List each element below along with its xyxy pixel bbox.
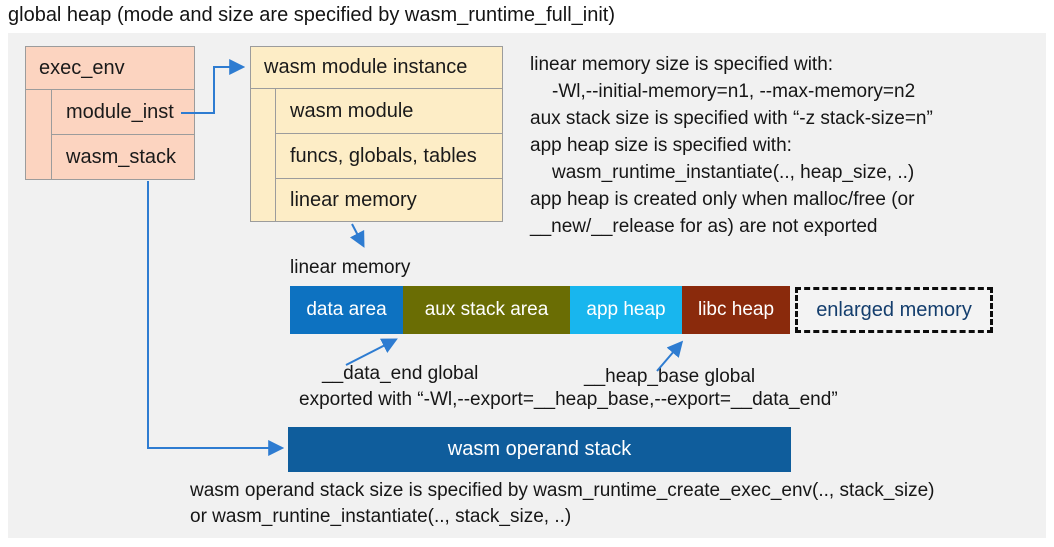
note-line: wasm_runtime_instantiate(.., heap_size, …: [552, 162, 915, 183]
wasm-module-instance-body: wasm module funcs, globals, tables linea…: [251, 89, 502, 222]
wasm-operand-stack-bar: wasm operand stack: [288, 427, 791, 472]
wasm-module-instance-header: wasm module instance: [251, 47, 502, 89]
exec-env-row-module-inst: module_inst: [52, 90, 194, 135]
operand-stack-note: wasm operand stack size is specified by …: [190, 478, 935, 530]
module-row-linear-memory: linear memory: [290, 189, 417, 211]
note-line: app heap size is specified with:: [530, 135, 792, 156]
note-line: aux stack size is specified with “-z sta…: [530, 108, 933, 129]
note-line: -Wl,--initial-memory=n1, --max-memory=n2: [552, 81, 916, 102]
heap-base-global-label: __heap_base global: [584, 366, 756, 387]
exec-env-box: exec_env module_inst wasm_stack: [25, 46, 195, 180]
operand-stack-note-line1: wasm operand stack size is specified by …: [190, 480, 935, 501]
linear-memory-label: linear memory: [290, 257, 411, 278]
wasm-module-instance-left-strip: [251, 89, 276, 222]
segment-libc-heap: libc heap: [682, 286, 790, 334]
segment-app-heap: app heap: [570, 286, 682, 334]
segment-data-area: data area: [290, 286, 403, 334]
data-end-global-label: __data_end global: [322, 363, 479, 384]
exec-env-left-strip: [26, 90, 52, 179]
module-row-funcs-globals-tables: funcs, globals, tables: [276, 134, 502, 179]
export-flags-label: exported with “-Wl,--export=__heap_base,…: [299, 389, 838, 410]
wasm-module-instance-box: wasm module instance wasm module funcs, …: [250, 46, 503, 222]
module-row-wasm-module: wasm module: [276, 89, 502, 134]
segment-aux-stack-area: aux stack area: [403, 286, 570, 334]
operand-stack-note-line2: or wasm_runtine_instantiate(.., stack_si…: [190, 506, 572, 527]
note-line: linear memory size is specified with:: [530, 54, 834, 75]
memory-size-notes: linear memory size is specified with: -W…: [530, 51, 1045, 240]
note-line: app heap is created only when malloc/fre…: [530, 189, 915, 210]
exec-env-body: module_inst wasm_stack: [26, 90, 194, 179]
exec-env-header: exec_env: [26, 47, 194, 90]
exec-env-row-wasm-stack: wasm_stack: [66, 145, 177, 168]
diagram-title: global heap (mode and size are specified…: [8, 4, 615, 26]
note-line: __new/__release for as) are not exported: [530, 216, 878, 237]
segment-enlarged-memory: enlarged memory: [795, 287, 993, 333]
